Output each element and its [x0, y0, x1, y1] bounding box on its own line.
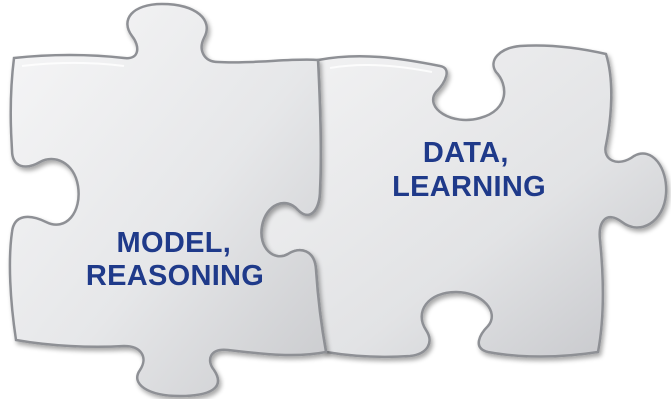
right-piece-highlight — [329, 64, 433, 73]
left-puzzle-piece — [8, 2, 328, 398]
left-piece-highlight — [21, 62, 125, 67]
left-label-line-2: REASONING — [86, 260, 264, 292]
right-piece-label: DATA, LEARNING — [392, 137, 546, 203]
right-piece-bevel — [329, 64, 433, 73]
left-piece-shape — [8, 2, 328, 398]
right-label-line-1: DATA, — [423, 137, 509, 169]
right-label-line-2: LEARNING — [392, 171, 546, 203]
left-piece-label: MODEL, REASONING — [86, 227, 264, 292]
left-label-line-1: MODEL, — [117, 227, 232, 259]
